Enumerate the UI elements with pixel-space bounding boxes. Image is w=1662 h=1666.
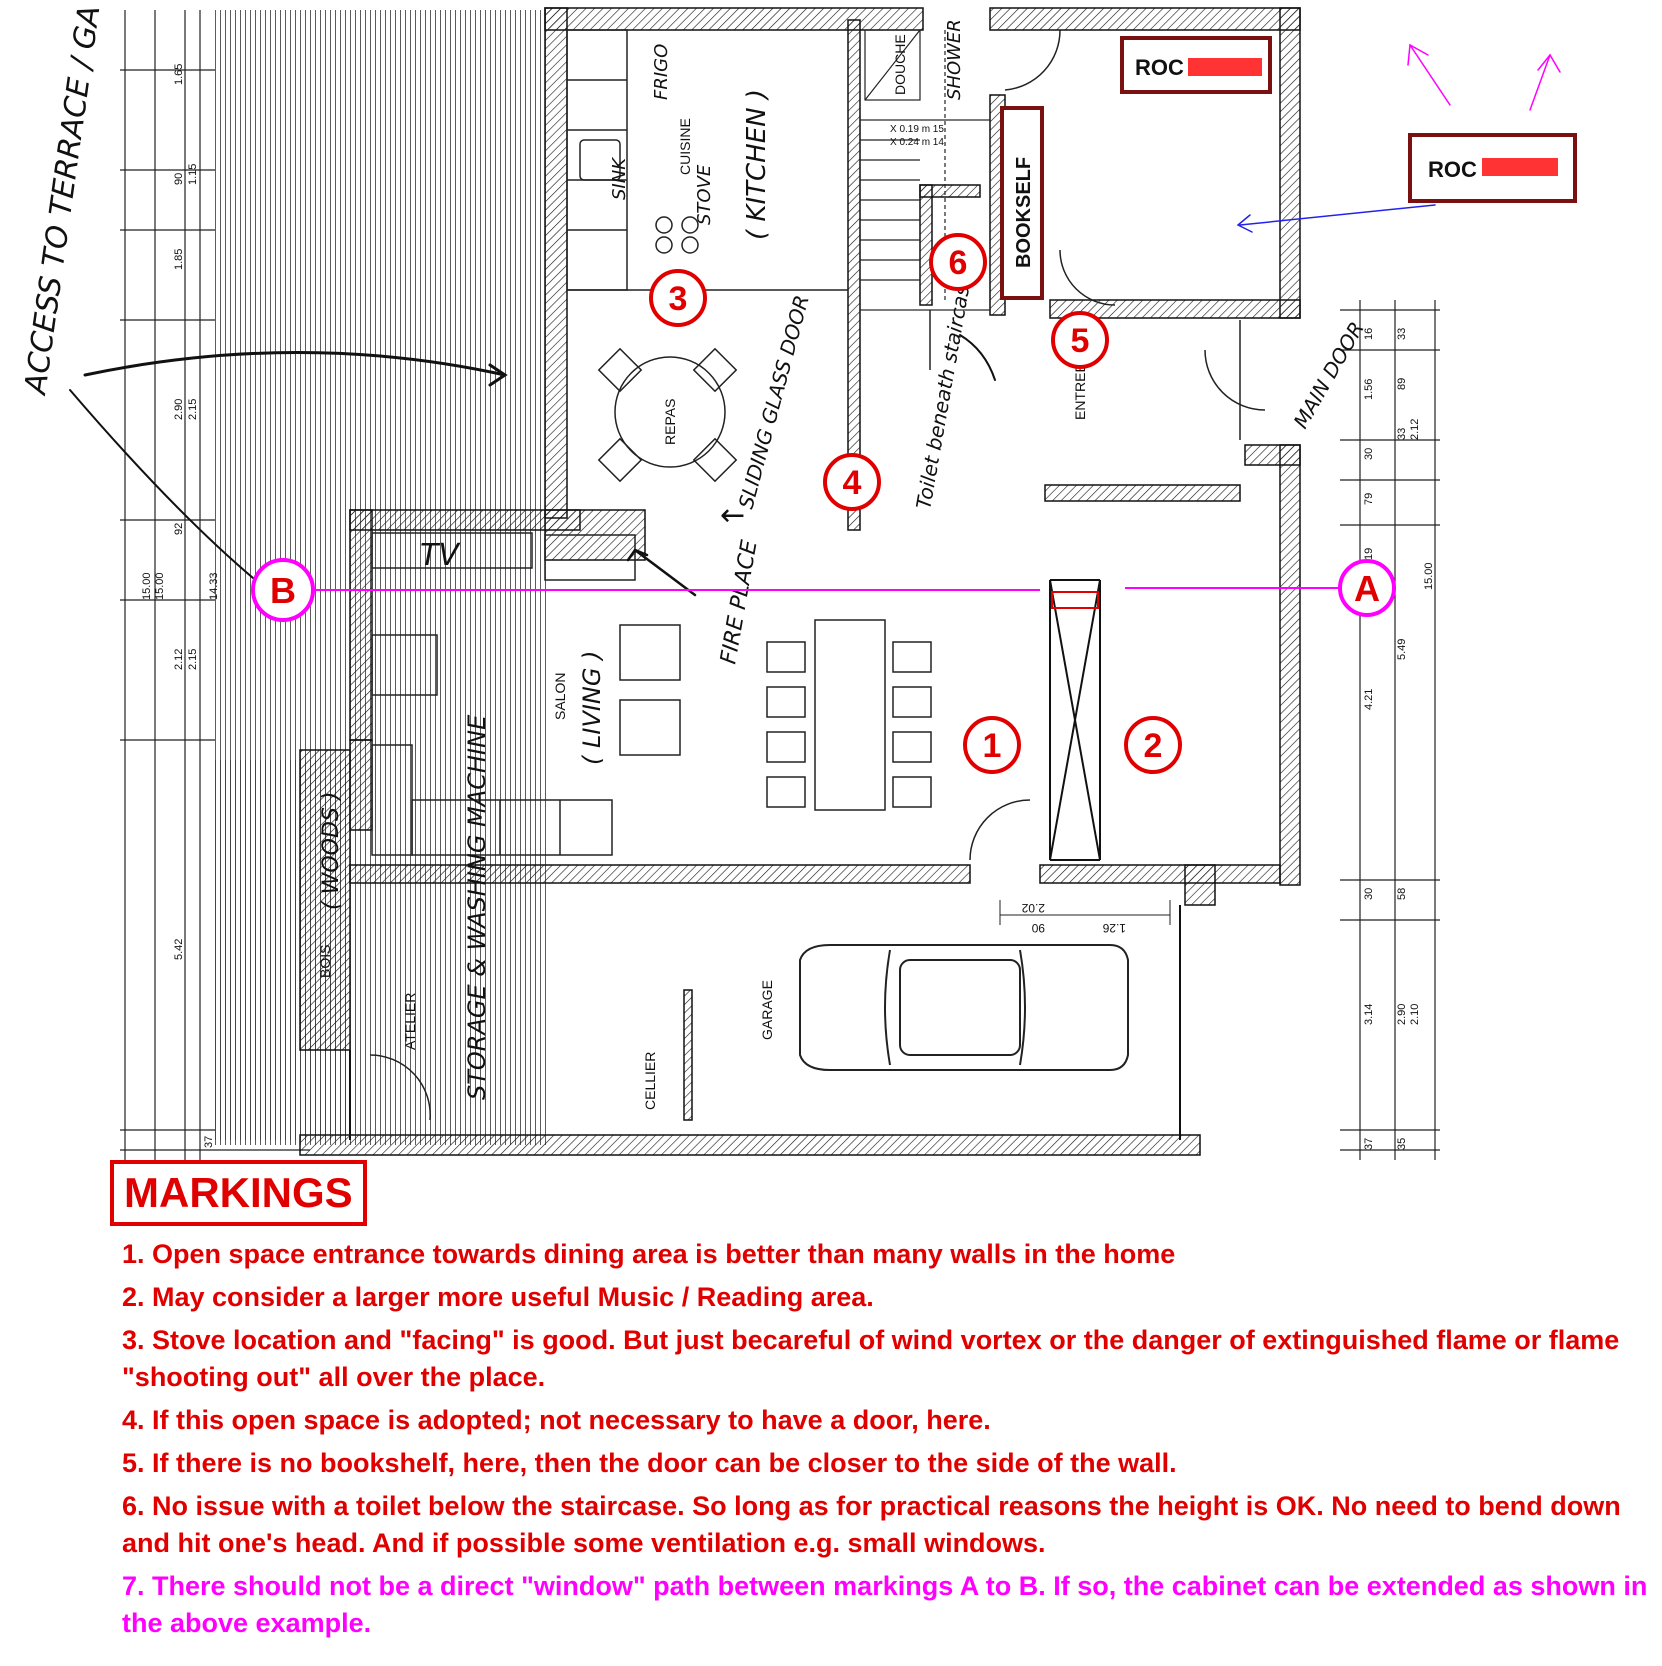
marker-b: B	[270, 570, 296, 611]
dim-garage-0: 2.02	[1021, 901, 1045, 915]
note-6: 6. No issue with a toilet below the stai…	[122, 1491, 1621, 1558]
marker-6: 6	[949, 244, 968, 282]
dim-left-11: 2.15	[187, 649, 199, 670]
dim-right-12: 30	[1363, 888, 1375, 900]
dim-right-15: 2.90	[1396, 1004, 1408, 1025]
staircase	[859, 29, 991, 311]
dim-right-11: 4.21	[1363, 689, 1375, 710]
numbered-markers	[649, 233, 1182, 774]
marker-3: 3	[669, 280, 688, 318]
frigo-label: FRIGO	[651, 44, 672, 100]
left-dimension-lines	[120, 10, 310, 1160]
note-5: 5. If there is no bookshelf, here, then …	[122, 1448, 1177, 1478]
floor-plan: 1.65 90 1.15 1.85 2.90 2.15 92 14.33 15.…	[18, 3, 1577, 1160]
thin-walls	[349, 579, 1181, 1140]
bookshelf-label: BOOKSELF	[1013, 157, 1035, 268]
marker-a: A	[1354, 568, 1380, 609]
kitchen-furniture	[566, 29, 848, 483]
main-door-label: MAIN DOOR	[1289, 317, 1369, 432]
dim-right-16: 2.10	[1409, 1004, 1421, 1025]
bookshelf-box: BOOKSELF	[1000, 106, 1044, 300]
dim-left-13: 37	[203, 1136, 215, 1148]
living-furniture	[371, 532, 932, 856]
entree-label: ENTREE	[1072, 363, 1088, 420]
stair-note-2: X 0.24 m 14	[890, 137, 944, 148]
garage-dims	[999, 900, 1171, 925]
markings-title: MARKINGS	[110, 1160, 367, 1227]
dim-right-17: 37	[1363, 1138, 1375, 1150]
salon-label: SALON	[552, 673, 568, 720]
dim-garage-1: 90	[1031, 921, 1045, 935]
sink-label: SINK	[609, 157, 630, 200]
doors	[369, 29, 1266, 1121]
fireplace-label: FIRE PLACE	[716, 538, 762, 666]
dim-garage-2: 1.26	[1102, 921, 1126, 935]
side-note: ACCESS TO TERRACE / GA	[18, 3, 107, 398]
dim-right-18: 35	[1396, 1138, 1408, 1150]
living-label: ( LIVING )	[578, 651, 606, 765]
garage-label: GARAGE	[759, 980, 775, 1040]
dim-left-4: 2.90	[173, 399, 185, 420]
kitchen-label: ( KITCHEN )	[742, 89, 772, 240]
marker-1: 1	[983, 727, 1002, 765]
atelier-label: ATELIER	[402, 993, 418, 1050]
dim-right-6: 30	[1363, 448, 1375, 460]
roc-label-2: ROC	[1428, 157, 1477, 182]
dim-right-8: 19	[1363, 548, 1375, 560]
dim-left-10: 2.12	[173, 649, 185, 670]
dim-left-1: 90	[173, 173, 185, 185]
dim-right-3: 89	[1396, 378, 1408, 390]
dim-right-5: 2.12	[1409, 419, 1421, 440]
dim-right-10: 15.00	[1423, 562, 1435, 590]
dim-right-7: 79	[1363, 493, 1375, 505]
marker-2: 2	[1144, 727, 1163, 765]
dim-left-8: 15.00	[141, 572, 153, 600]
note-3: 3. Stove location and "facing" is good. …	[122, 1325, 1620, 1392]
roc-label-1: ROC	[1135, 55, 1184, 80]
markings-list: 1. Open space entrance towards dining ar…	[122, 1236, 1652, 1648]
marker-5: 5	[1071, 322, 1090, 360]
woods-label: ( WOODS )	[319, 792, 344, 910]
note-2: 2. May consider a larger more useful Mus…	[122, 1282, 874, 1312]
marker-4: 4	[843, 464, 862, 502]
dim-right-9: 5.49	[1396, 639, 1408, 660]
dim-left-2: 1.15	[187, 164, 199, 185]
dim-left-5: 2.15	[187, 399, 199, 420]
walls	[299, 7, 1301, 1156]
arrow-left-label: ←	[720, 498, 745, 533]
toilet-label: Toilet beneath staircase	[911, 271, 976, 511]
cuisine-label: CUISINE	[677, 118, 693, 175]
cabinet-extension	[1051, 591, 1099, 609]
note-1: 1. Open space entrance towards dining ar…	[122, 1239, 1176, 1269]
dim-left-6: 92	[173, 523, 185, 535]
tv-label: TV	[420, 538, 461, 573]
note-4: 4. If this open space is adopted; not ne…	[122, 1405, 991, 1435]
dim-right-1: 33	[1396, 328, 1408, 340]
letter-markers	[251, 558, 1396, 622]
dim-right-4: 33	[1396, 428, 1408, 440]
dim-left-3: 1.85	[173, 249, 185, 270]
bois-label: BOIS	[317, 945, 333, 978]
roc-box-1: ROC	[1120, 36, 1272, 94]
shower-label: SHOWER	[944, 19, 965, 100]
repas-label: REPAS	[662, 399, 678, 445]
stove-label: STOVE	[694, 164, 715, 225]
dim-right-2: 1.56	[1363, 379, 1375, 400]
dim-left-9: 15.00	[154, 572, 166, 600]
dim-right-0: 16	[1363, 328, 1375, 340]
stair-note-1: X 0.19 m 15	[890, 124, 944, 135]
dim-right-14: 3.14	[1363, 1004, 1375, 1025]
dim-left-12: 5.42	[173, 939, 185, 960]
sliding-door-label: SLIDING GLASS DOOR	[734, 293, 814, 512]
dim-left-0: 1.65	[173, 64, 185, 85]
cellier-label: CELLIER	[642, 1052, 658, 1110]
storage-label: STORAGE & WASHING MACHINE	[463, 714, 491, 1100]
right-dimension-lines	[1340, 300, 1440, 1160]
douche-label: DOUCHE	[892, 34, 908, 95]
dim-right-13: 58	[1396, 888, 1408, 900]
dim-left-7: 14.33	[208, 572, 220, 600]
note-7: 7. There should not be a direct "window"…	[122, 1571, 1648, 1638]
car-icon	[799, 944, 1129, 1071]
roc-box-2: ROC	[1408, 133, 1577, 203]
